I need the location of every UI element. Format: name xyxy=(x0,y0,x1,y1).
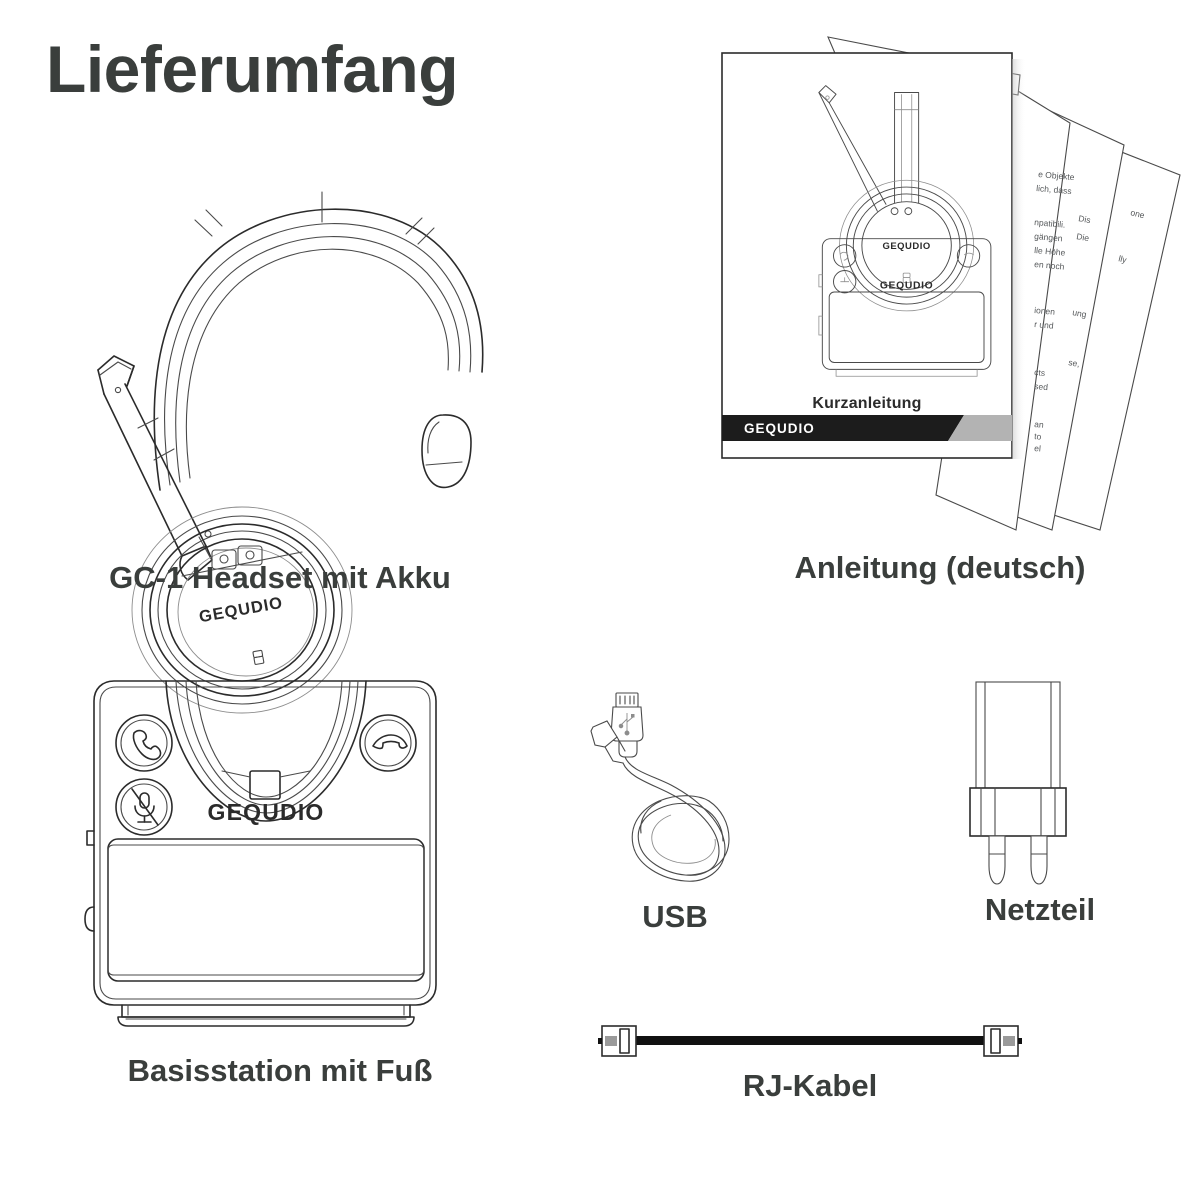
item-manual: e Objekte lich, dass npatibili. gängen l… xyxy=(700,25,1181,585)
manual-footer-brand: GEQUDIO xyxy=(744,421,815,436)
base-station-icon: GEQUDIO xyxy=(84,680,437,1027)
manual-cover-title: Kurzanleitung xyxy=(812,395,921,412)
base-station-brand-label: GEQUDIO xyxy=(207,799,324,825)
page-text-fragment: r und xyxy=(1034,319,1054,331)
base-station-illustration: GEQUDIO xyxy=(70,655,490,1055)
phone-handset-icon xyxy=(132,729,162,761)
rj-cable-icon xyxy=(598,1025,1022,1057)
page-text-fragment: Dis xyxy=(1078,213,1092,225)
item-rjkabel: RJ-Kabel xyxy=(580,1010,1040,1120)
item-headset: GEQUDIO GC-1 Headset mit Akku xyxy=(30,160,530,714)
page-text-fragment: se, xyxy=(1068,357,1081,369)
page-text-fragment: ionen xyxy=(1034,305,1056,317)
microphone-muted-icon xyxy=(131,788,159,826)
caption-manual: Anleitung (deutsch) xyxy=(794,550,1086,585)
phone-hangup-icon xyxy=(372,734,408,750)
page-text-fragment: sed xyxy=(1034,381,1049,392)
page-text-fragment: one xyxy=(1130,207,1146,220)
page-title: Lieferumfang xyxy=(46,32,459,106)
caption-usb: USB xyxy=(642,899,708,934)
usb-cable-icon xyxy=(590,692,730,882)
page-text-fragment: el xyxy=(1034,443,1042,454)
rj-cable-illustration xyxy=(580,1010,1040,1120)
mute-button[interactable] xyxy=(115,778,173,836)
caption-rjkabel: RJ-Kabel xyxy=(742,1068,878,1103)
page-text-fragment: cts xyxy=(1034,367,1046,378)
usb-cable-illustration xyxy=(575,675,775,900)
manual-stack-icon: e Objekte lich, dass npatibili. gängen l… xyxy=(721,36,1181,531)
answer-call-button[interactable] xyxy=(115,714,173,772)
headset-brand-label: GEQUDIO xyxy=(198,594,285,626)
page-text-fragment: to xyxy=(1034,431,1042,442)
end-call-button[interactable] xyxy=(359,714,417,772)
page-text-fragment: ung xyxy=(1072,307,1088,319)
page-text-fragment: en noch xyxy=(1034,259,1065,272)
caption-basestation: Basisstation mit Fuß xyxy=(127,1053,433,1088)
headset-illustration: GEQUDIO xyxy=(30,160,530,714)
caption-headset: GC-1 Headset mit Akku xyxy=(109,560,451,595)
power-adapter-icon xyxy=(969,681,1067,885)
cover-base-brand: GEQUDIO xyxy=(880,281,934,292)
item-netzteil: Netzteil xyxy=(945,668,1135,927)
page-text-fragment: lly xyxy=(1118,253,1129,265)
caption-netzteil: Netzteil xyxy=(984,892,1096,927)
cover-headset-brand: GEQUDIO xyxy=(882,241,930,252)
power-adapter-illustration xyxy=(945,668,1135,900)
page-text-fragment: Die xyxy=(1076,231,1091,243)
page-text-fragment: gängen xyxy=(1034,231,1063,243)
item-usb: USB xyxy=(575,675,775,934)
manual-illustration: e Objekte lich, dass npatibili. gängen l… xyxy=(700,25,1181,531)
page-text-fragment: lich, dass xyxy=(1036,183,1072,196)
page-text-fragment: e Objekte xyxy=(1038,169,1075,182)
page-text-fragment: an xyxy=(1034,419,1045,430)
page-text-fragment: lle Höhe xyxy=(1034,245,1066,258)
page-text-fragment: npatibili. xyxy=(1034,217,1066,230)
headset-icon: GEQUDIO xyxy=(97,191,484,714)
item-basestation: GEQUDIO Basisstation mit Fuß xyxy=(70,655,490,1088)
